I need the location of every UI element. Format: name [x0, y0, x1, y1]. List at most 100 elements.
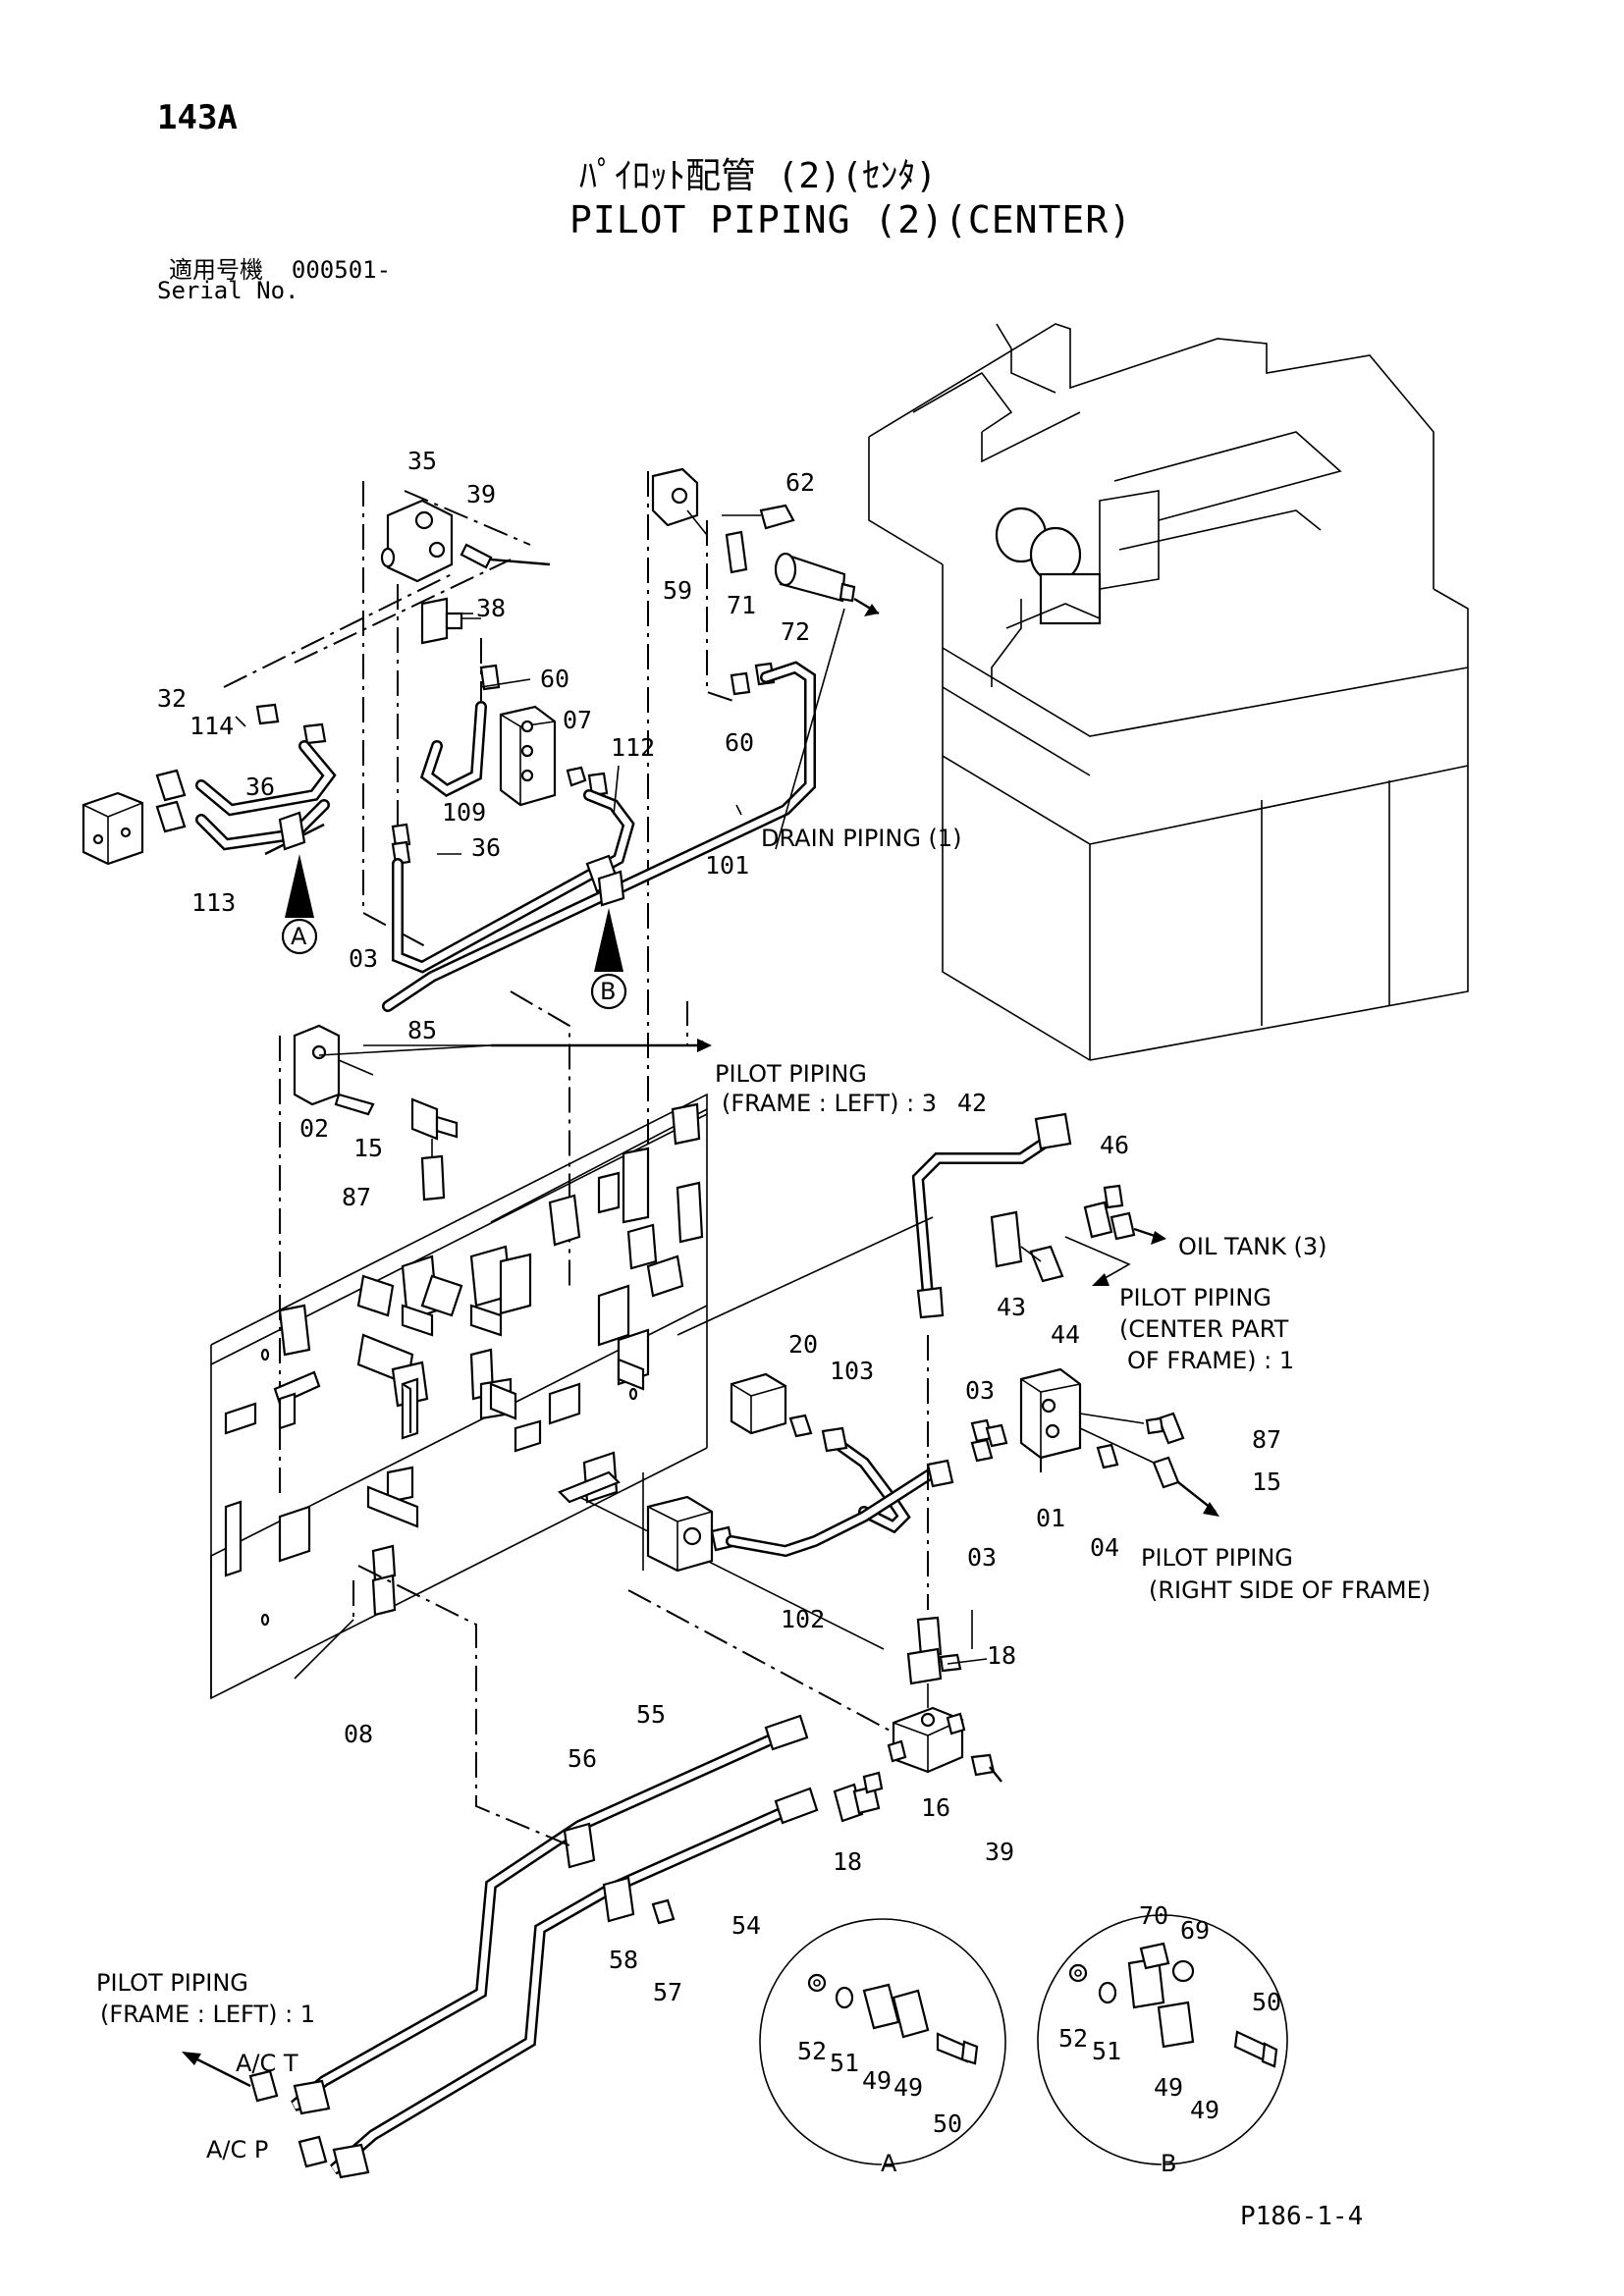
clamp-a: [278, 811, 306, 851]
block-01: [927, 1335, 1219, 1610]
detail-a-title: A: [881, 2150, 897, 2177]
note-pilot-center-line2: (CENTER PART: [1119, 1315, 1289, 1343]
serial-number-line: 適用号機 000501-: [169, 250, 391, 285]
callout-circle-b: B: [590, 973, 627, 1010]
part-label: 08: [344, 1720, 373, 1748]
block-20: [730, 1372, 813, 1438]
manifold-block-left: [81, 769, 187, 866]
page-title-japanese: ﾊﾟｲﾛｯﾄ配管 (2)(ｾﾝﾀ): [579, 156, 938, 196]
part-label: 101: [705, 851, 749, 880]
note-pilot-center-line3: OF FRAME) : 1: [1127, 1347, 1294, 1374]
clamp-43-bolt-44: [990, 1210, 1064, 1283]
note-drain-piping: DRAIN PIPING (1): [761, 825, 962, 852]
part-label: 62: [785, 468, 815, 497]
part-label: 113: [191, 888, 236, 917]
machine-outline: [868, 323, 1469, 1061]
part-label: 55: [636, 1700, 666, 1729]
detail-a-part-label: 51: [830, 2049, 859, 2077]
part-label: 59: [663, 576, 692, 605]
part-label: 16: [921, 1793, 950, 1822]
clamp-b: [585, 854, 625, 907]
part-label: 112: [611, 733, 655, 762]
part-label: 57: [653, 1978, 682, 2006]
serial-label-english: Serial No.: [157, 277, 299, 304]
part-label: 39: [466, 480, 496, 508]
detail-circle-a: [759, 1918, 1006, 2165]
arrow-to-center-part: [1064, 1236, 1131, 1286]
detail-b-part-label: 50: [1252, 1988, 1281, 2016]
note-ac-p: A/C P: [206, 2136, 268, 2163]
part-label: 60: [725, 728, 754, 757]
detail-b-part-label: 49: [1190, 2096, 1219, 2124]
pipe-42: [677, 1112, 1072, 1336]
callout-arrows: [285, 854, 623, 972]
block-02-assembly: [293, 1024, 459, 1201]
serial-value: 000501-: [291, 256, 392, 284]
serial-label-japanese: 適用号機: [169, 256, 263, 284]
block-left-102: [646, 1495, 734, 1573]
part-label: 114: [189, 712, 234, 740]
detail-circle-b: [1037, 1914, 1288, 2165]
part-label: 56: [568, 1744, 597, 1773]
valve-block-35: [380, 499, 551, 583]
part-labels: 35 39 38 62 59 71 72 60 60 07 112 109 36…: [157, 447, 1281, 2177]
detail-a-part-label: 50: [933, 2109, 962, 2138]
detail-b-part-label: 49: [1154, 2073, 1183, 2102]
part-label: 44: [1051, 1320, 1080, 1349]
page-title-english: PILOT PIPING (2)(CENTER): [569, 198, 1133, 241]
callout-b-label: B: [600, 978, 616, 1005]
part-label: 32: [157, 684, 187, 713]
part-label: 07: [563, 706, 592, 734]
part-label: 15: [1252, 1468, 1281, 1496]
part-label: 02: [299, 1114, 329, 1143]
detail-a-part-label: 49: [862, 2066, 892, 2095]
part-label: 85: [407, 1016, 437, 1044]
part-label: 102: [781, 1605, 825, 1633]
part-label: 38: [476, 594, 506, 622]
fitting-46: [1083, 1184, 1166, 1245]
note-ac-t: A/C T: [236, 2050, 298, 2077]
part-label: 36: [471, 833, 501, 862]
note-pilot-frame-left-1-line2: (FRAME : LEFT) : 1: [100, 2001, 315, 2028]
clamps-56-58: [563, 1822, 676, 1925]
part-label: 20: [788, 1330, 818, 1359]
part-label: 54: [731, 1911, 761, 1940]
pipe-109: [419, 701, 487, 798]
frame-brackets: [224, 1102, 704, 1627]
detail-b-title: B: [1161, 2150, 1176, 2177]
part-label: 36: [245, 773, 275, 801]
part-label: 03: [965, 1376, 995, 1405]
part-label: 72: [781, 617, 810, 646]
pipe-114-113: [195, 740, 337, 856]
part-label: 43: [997, 1293, 1026, 1321]
part-label: 109: [442, 798, 486, 827]
part-label: 35: [407, 447, 437, 475]
part-label: 42: [957, 1089, 987, 1117]
part-label: 87: [342, 1183, 371, 1211]
footer-code: P186-1-4: [1240, 2202, 1364, 2231]
detail-b-part-label: 51: [1092, 2037, 1121, 2065]
pipe-112-101: [382, 661, 816, 1012]
part-label: 03: [967, 1543, 997, 1572]
callout-a-label: A: [291, 923, 307, 950]
detail-b-part-label: 70: [1139, 1901, 1168, 1930]
part-label: 04: [1090, 1533, 1119, 1562]
part-label: 39: [985, 1838, 1014, 1866]
callout-circle-a: A: [281, 918, 318, 955]
part-label: 03: [349, 944, 378, 973]
ac-fittings: [182, 2052, 328, 2168]
note-pilot-frame-left-3-line2: (FRAME : LEFT) : 3: [722, 1090, 937, 1117]
detail-a-part-label: 52: [797, 2037, 827, 2065]
tee-18-block-16: [887, 1616, 1002, 1783]
notes: DRAIN PIPING (1) PILOT PIPING (FRAME : L…: [96, 825, 1431, 2163]
pipe-103: [821, 1426, 911, 1534]
part-label: 58: [609, 1946, 638, 1974]
note-pilot-center-line1: PILOT PIPING: [1119, 1284, 1272, 1311]
fitting-71-filter-72: [725, 530, 880, 616]
page-id: 143A: [157, 98, 238, 137]
detail-a-part-label: 49: [893, 2073, 923, 2102]
part-label: 71: [727, 591, 756, 619]
manifold-block-07: [499, 705, 587, 807]
note-pilot-frame-left-1-line1: PILOT PIPING: [96, 1969, 248, 1997]
